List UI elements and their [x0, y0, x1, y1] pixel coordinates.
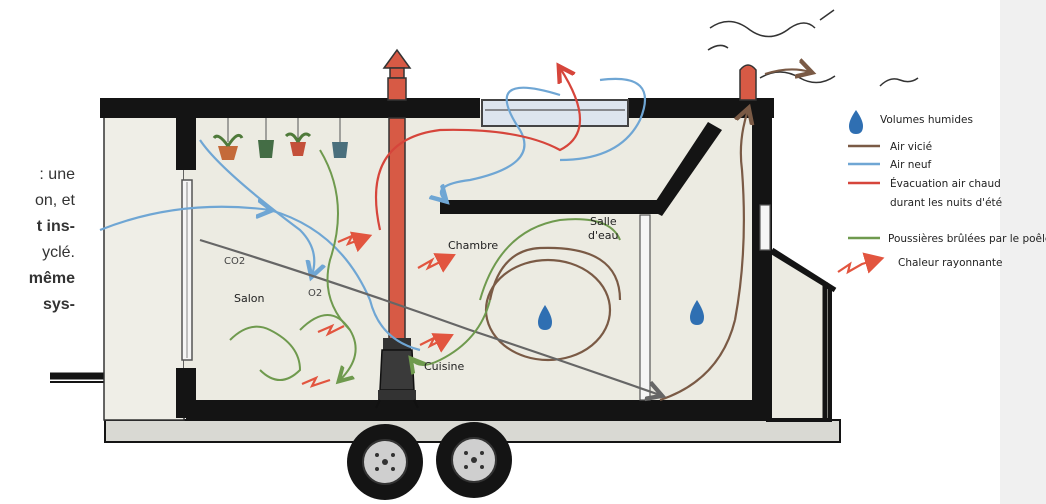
- legend-heat-swatch: [838, 260, 876, 272]
- roof-vent: [740, 65, 756, 100]
- wheel-left: [347, 424, 423, 500]
- label-salle-2: d'eau: [588, 229, 619, 242]
- legend-evac-1: Évacuation air chaud: [890, 177, 1001, 190]
- legend-heat: Chaleur rayonnante: [898, 257, 1002, 269]
- label-co2: CO2: [224, 256, 245, 267]
- legend: Volumes humides Air vicié Air neuf Évacu…: [838, 110, 1046, 272]
- legend-evac-2: durant les nuits d'été: [890, 197, 1002, 209]
- label-salon: Salon: [234, 292, 265, 305]
- legend-humid: Volumes humides: [880, 114, 973, 126]
- legend-vicie: Air vicié: [890, 141, 932, 153]
- legend-drop-icon: [849, 110, 863, 134]
- label-chambre: Chambre: [448, 239, 498, 252]
- label-o2: O2: [308, 288, 322, 299]
- label-cuisine: Cuisine: [424, 360, 464, 373]
- legend-neuf: Air neuf: [890, 159, 932, 171]
- wheel-right: [436, 422, 512, 498]
- label-salle-1: Salle: [590, 215, 617, 228]
- legend-dust: Poussières brûlées par le poêle: [888, 233, 1046, 245]
